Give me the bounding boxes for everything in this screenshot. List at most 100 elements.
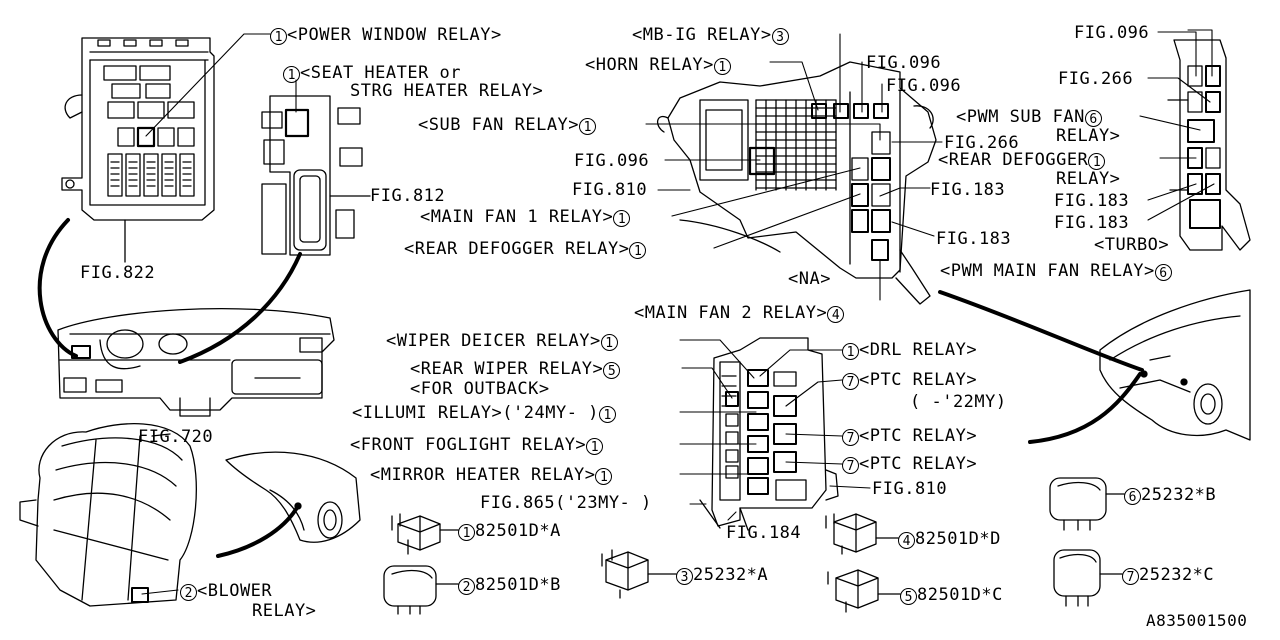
callout-sub-fan-relay: <SUB FAN RELAY>1: [418, 116, 597, 135]
part-number: 2: [458, 578, 475, 595]
fig-812: FIG.812: [370, 186, 446, 206]
callout-text: <PTC RELAY>: [859, 454, 978, 474]
relay-icon-p6: [1049, 477, 1125, 531]
right-block-leaders: [1139, 29, 1215, 221]
callout-text: <MIRROR HEATER RELAY>: [370, 465, 596, 485]
fig-096-a: FIG.096: [866, 53, 942, 73]
callout-text: <WIPER DEICER RELAY>: [386, 331, 601, 351]
fig-810-b: FIG.810: [872, 479, 948, 499]
fig-096-d: FIG.096: [1074, 23, 1150, 43]
leader-blower: [141, 589, 179, 595]
callout-number: 7: [842, 429, 859, 446]
fig-810-a: FIG.810: [572, 180, 648, 200]
part-code: 25232*B: [1141, 485, 1217, 505]
callout-rear-wiper-relay: <REAR WIPER RELAY>5: [410, 359, 621, 379]
pointer-seat-block: [178, 252, 302, 364]
callout-power-window-relay: 1<POWER WINDOW RELAY>: [270, 26, 502, 45]
diagram-id: A835001500: [1146, 611, 1248, 630]
relay-icon-p5: [827, 569, 901, 613]
fig-266-b: FIG.266: [1058, 69, 1134, 89]
part-number: 7: [1122, 568, 1139, 585]
leader-power-window: [145, 33, 271, 137]
callout-ptc-relay-1-line2: ( -'22MY): [910, 392, 1007, 412]
seat-heater-relay-block-drawing: [261, 95, 371, 256]
callout-pwm-main-fan-relay: <PWM MAIN FAN RELAY>6: [940, 262, 1172, 281]
part-number: 1: [458, 524, 475, 541]
callout-main-fan-1-relay: <MAIN FAN 1 RELAY>1: [420, 207, 631, 227]
fig-096-b: FIG.096: [886, 76, 962, 96]
pointer-engine-box: [938, 290, 1144, 372]
part-number: 6: [1124, 488, 1141, 505]
car-front-small-drawing: [225, 451, 361, 543]
callout-text: <BLOWER: [197, 581, 273, 601]
part-code: 82501D*D: [915, 529, 1001, 549]
cabin-relay-box-drawing: [699, 337, 839, 531]
callout-number: 5: [603, 362, 621, 379]
callout-text: <ILLUMI RELAY>('24MY- ): [352, 403, 599, 423]
part-number: 5: [900, 588, 917, 605]
callout-main-fan-2-relay: <MAIN FAN 2 RELAY>4: [634, 304, 845, 323]
callout-number: 1: [586, 438, 604, 455]
callout-number: 7: [842, 373, 859, 390]
relay-icon-p2: [383, 565, 459, 615]
callout-wiper-deicer-relay: <WIPER DEICER RELAY>1: [386, 332, 618, 351]
callout-text: <MAIN FAN 1 RELAY>: [420, 207, 614, 227]
callout-number: 1: [283, 66, 300, 83]
fig-183-a: FIG.183: [930, 180, 1006, 200]
callout-number: 1: [629, 242, 647, 259]
callout-rear-wiper-relay-line2: <FOR OUTBACK>: [410, 379, 550, 399]
callout-number: 4: [827, 306, 845, 323]
callout-mb-ig-relay: <MB-IG RELAY>3: [632, 26, 789, 45]
callout-drl-relay: 1<DRL RELAY>: [842, 341, 977, 360]
callout-ptc-relay-2: 7<PTC RELAY>: [842, 427, 977, 446]
callout-seat-heater-relay-line2: STRG HEATER RELAY>: [350, 81, 544, 101]
callout-number: 6: [1154, 264, 1172, 281]
callout-ptc-relay-3: 7<PTC RELAY>: [842, 455, 977, 474]
part-code: 82501D*B: [475, 575, 561, 595]
callout-horn-relay: <HORN RELAY>1: [585, 56, 731, 75]
callout-number: 1: [613, 210, 631, 227]
part-number: 3: [676, 568, 693, 585]
relay-icon-p1: [391, 513, 459, 555]
callout-blower-relay-line2: RELAY>: [252, 601, 317, 621]
relay-icon-p7: [1053, 549, 1123, 607]
pointer-cabin-box: [1028, 372, 1142, 444]
fig-183-c: FIG.183: [1054, 191, 1130, 211]
relay-icon-p4: [825, 513, 899, 555]
part-code: 25232*A: [693, 565, 769, 585]
cabin-box-leaders: [679, 339, 871, 521]
callout-seat-heater-relay: 1<SEAT HEATER or: [283, 64, 461, 83]
callout-text: <REAR WIPER RELAY>: [410, 359, 604, 379]
callout-front-foglight-relay: <FRONT FOGLIGHT RELAY>1: [350, 436, 604, 455]
part-code: 82501D*A: [475, 521, 561, 541]
fig-865: FIG.865('23MY- ): [480, 493, 652, 513]
callout-text: <DRL RELAY>: [859, 340, 978, 360]
callout-number: 1: [598, 406, 616, 423]
callout-text: <PWM SUB FAN: [956, 107, 1085, 127]
engine-fuse-box-drawing: [657, 61, 937, 305]
callout-rear-defogger-relay: <REAR DEFOGGER RELAY>1: [404, 240, 647, 259]
callout-number: 7: [842, 457, 859, 474]
part-code: 82501D*C: [917, 585, 1003, 605]
callout-text: <PTC RELAY>: [859, 370, 978, 390]
callout-pwm-sub-fan-relay-line2: RELAY>: [1056, 126, 1121, 146]
callout-number: 1: [600, 334, 618, 351]
callout-number: 1: [842, 343, 859, 360]
callout-text: <REAR DEFOGGER: [938, 150, 1089, 170]
pointer-left-box: [37, 218, 78, 358]
callout-text: <PTC RELAY>: [859, 426, 978, 446]
relay-icon-p3: [601, 549, 677, 599]
callout-text: <HORN RELAY>: [585, 55, 714, 75]
pointer-blower: [216, 504, 300, 558]
part-number: 4: [898, 532, 915, 549]
fig-266-a: FIG.266: [944, 133, 1020, 153]
